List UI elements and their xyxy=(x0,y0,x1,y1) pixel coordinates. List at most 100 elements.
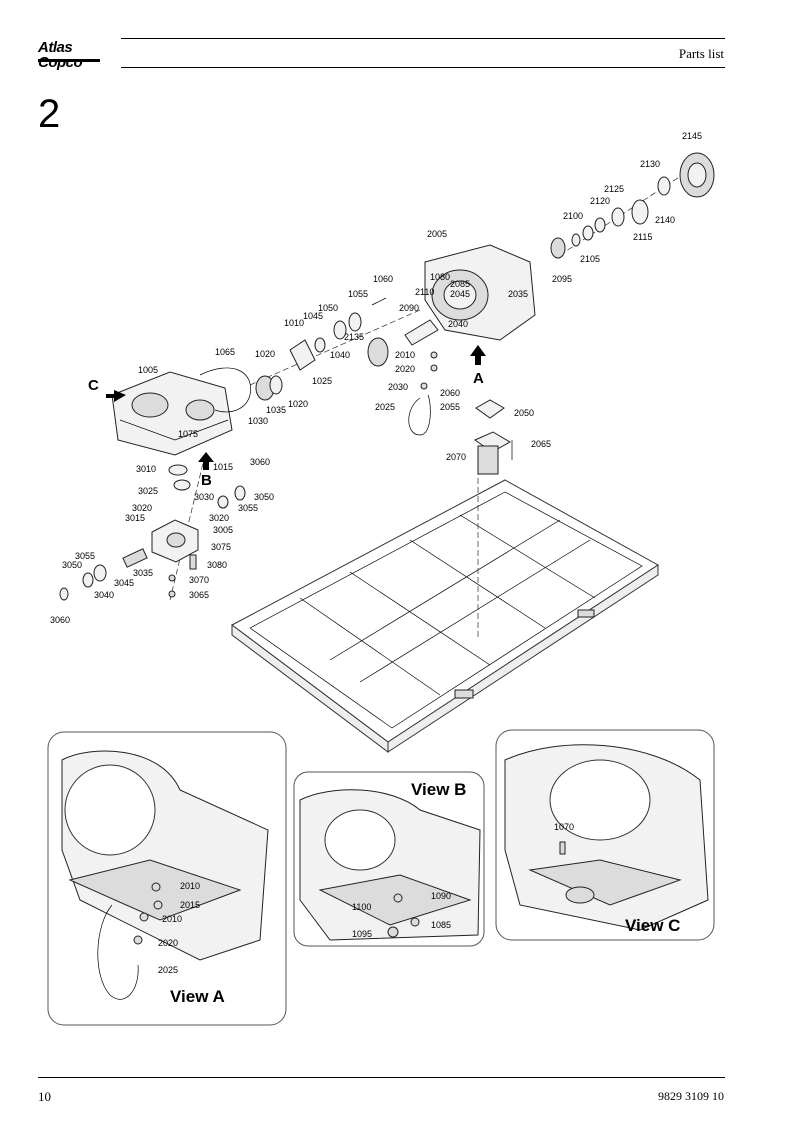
brand-name: Atlas Copco xyxy=(38,39,83,71)
view-c-title: View C xyxy=(625,916,680,935)
part-label: 3040 xyxy=(94,590,114,600)
arrow-c: C xyxy=(88,377,126,402)
header-title: Parts list xyxy=(678,46,724,61)
part-label: 3010 xyxy=(136,464,156,474)
view-b-label: 1090 xyxy=(431,891,451,901)
part-label: 3020 xyxy=(209,513,229,523)
view-a-title: View A xyxy=(170,987,225,1006)
view-b-panel: View B 1090 1100 1085 1095 xyxy=(293,771,485,947)
part-label: 3030 xyxy=(194,492,214,502)
part-labels: 2145 2130 2125 2120 2100 2140 2115 2105 … xyxy=(50,131,702,625)
part-label: 3080 xyxy=(207,560,227,570)
header-rule-bottom xyxy=(121,67,725,68)
part-label: 3005 xyxy=(213,525,233,535)
part-label: 1050 xyxy=(318,303,338,313)
part-label: 2115 xyxy=(633,232,652,242)
part-label: 2085 xyxy=(450,279,470,289)
part-label: 2070 xyxy=(446,452,466,462)
header-rule-top xyxy=(121,38,725,39)
part-label: 2005 xyxy=(427,229,447,239)
part-label: 2035 xyxy=(508,289,528,299)
part-label: 1020 xyxy=(288,399,308,409)
arrow-c-label: C xyxy=(88,377,99,394)
part-label: 3050 xyxy=(254,492,274,502)
part-label: 2050 xyxy=(514,408,534,418)
view-a-panel: 2010 2015 2010 2020 2025 View A xyxy=(47,731,287,1026)
part-label: 1065 xyxy=(215,347,235,357)
part-label: 3050 xyxy=(62,560,82,570)
part-label: 2095 xyxy=(552,274,572,284)
gear-casing xyxy=(424,244,536,341)
part-label: 1035 xyxy=(266,405,286,415)
part-label: 2105 xyxy=(580,254,600,264)
part-label: 1055 xyxy=(348,289,368,299)
part-label: 1045 xyxy=(303,311,323,321)
part-label: 3060 xyxy=(250,457,270,467)
part-label: 2030 xyxy=(388,382,408,392)
part-label: 2145 xyxy=(682,131,702,141)
part-label: 1080 xyxy=(430,272,450,282)
part-label: 1010 xyxy=(284,318,304,328)
part-label: 3075 xyxy=(211,542,231,552)
arrow-a: A xyxy=(470,345,486,387)
part-label: 3070 xyxy=(189,575,209,585)
part-label: 3025 xyxy=(138,486,158,496)
part-label: 1040 xyxy=(330,350,350,360)
page-number: 10 xyxy=(38,1089,51,1104)
part-label: 2060 xyxy=(440,388,460,398)
part-label: 2110 xyxy=(415,287,434,297)
view-b-label: 1085 xyxy=(431,920,451,930)
arrow-a-label: A xyxy=(473,370,484,387)
part-label: 1005 xyxy=(138,365,158,375)
part-label: 2125 xyxy=(604,184,624,194)
o-ring-1065 xyxy=(199,367,251,413)
part-label: 3065 xyxy=(189,590,209,600)
footer-rule xyxy=(38,1077,725,1078)
part-label: 3060 xyxy=(50,615,70,625)
view-a-label: 2020 xyxy=(158,938,178,948)
support-mount xyxy=(473,399,513,475)
arrow-b: B xyxy=(198,452,214,489)
arrow-b-label: B xyxy=(201,472,212,489)
view-b-title: View B xyxy=(411,780,466,799)
drive-gear-2145 xyxy=(679,152,715,198)
part-label: 3055 xyxy=(75,551,95,561)
part-label: 1060 xyxy=(373,274,393,284)
part-label: 2040 xyxy=(448,319,468,329)
document-number: 9829 3109 10 xyxy=(658,1089,724,1103)
part-label: 1025 xyxy=(312,376,332,386)
part-label: 2135 xyxy=(344,332,364,342)
part-label: 3015 xyxy=(125,513,145,523)
part-label: 2130 xyxy=(640,159,660,169)
part-label: 3020 xyxy=(132,503,152,513)
view-c-label: 1070 xyxy=(554,822,574,832)
part-label: 2120 xyxy=(590,196,610,206)
base-frame xyxy=(231,479,659,753)
part-label: 2010 xyxy=(395,350,415,360)
view-a-label: 2010 xyxy=(180,881,200,891)
part-label: 1020 xyxy=(255,349,275,359)
part-label: 1030 xyxy=(248,416,268,426)
part-label: 3035 xyxy=(133,568,153,578)
part-label: 2055 xyxy=(440,402,460,412)
section-number: 2 xyxy=(38,92,61,136)
view-c-panel: 1070 View C xyxy=(495,729,715,941)
part-label: 2065 xyxy=(531,439,551,449)
view-b-label: 1095 xyxy=(352,929,372,939)
view-b-label: 1100 xyxy=(352,902,371,912)
part-label: 3045 xyxy=(114,578,134,588)
part-label: 1015 xyxy=(213,462,233,472)
part-label: 2025 xyxy=(375,402,395,412)
view-a-label: 2025 xyxy=(158,965,178,975)
part-label: 2020 xyxy=(395,364,415,374)
valve-block xyxy=(59,464,246,601)
part-label: 1075 xyxy=(178,429,198,439)
view-a-label: 2015 xyxy=(180,900,200,910)
atlas-copco-logo: Atlas Copco xyxy=(38,39,102,71)
part-label: 2140 xyxy=(655,215,675,225)
part-label: 2090 xyxy=(399,303,419,313)
part-label: 2045 xyxy=(450,289,470,299)
part-label: 3055 xyxy=(238,503,258,513)
logo-underline xyxy=(38,59,100,62)
